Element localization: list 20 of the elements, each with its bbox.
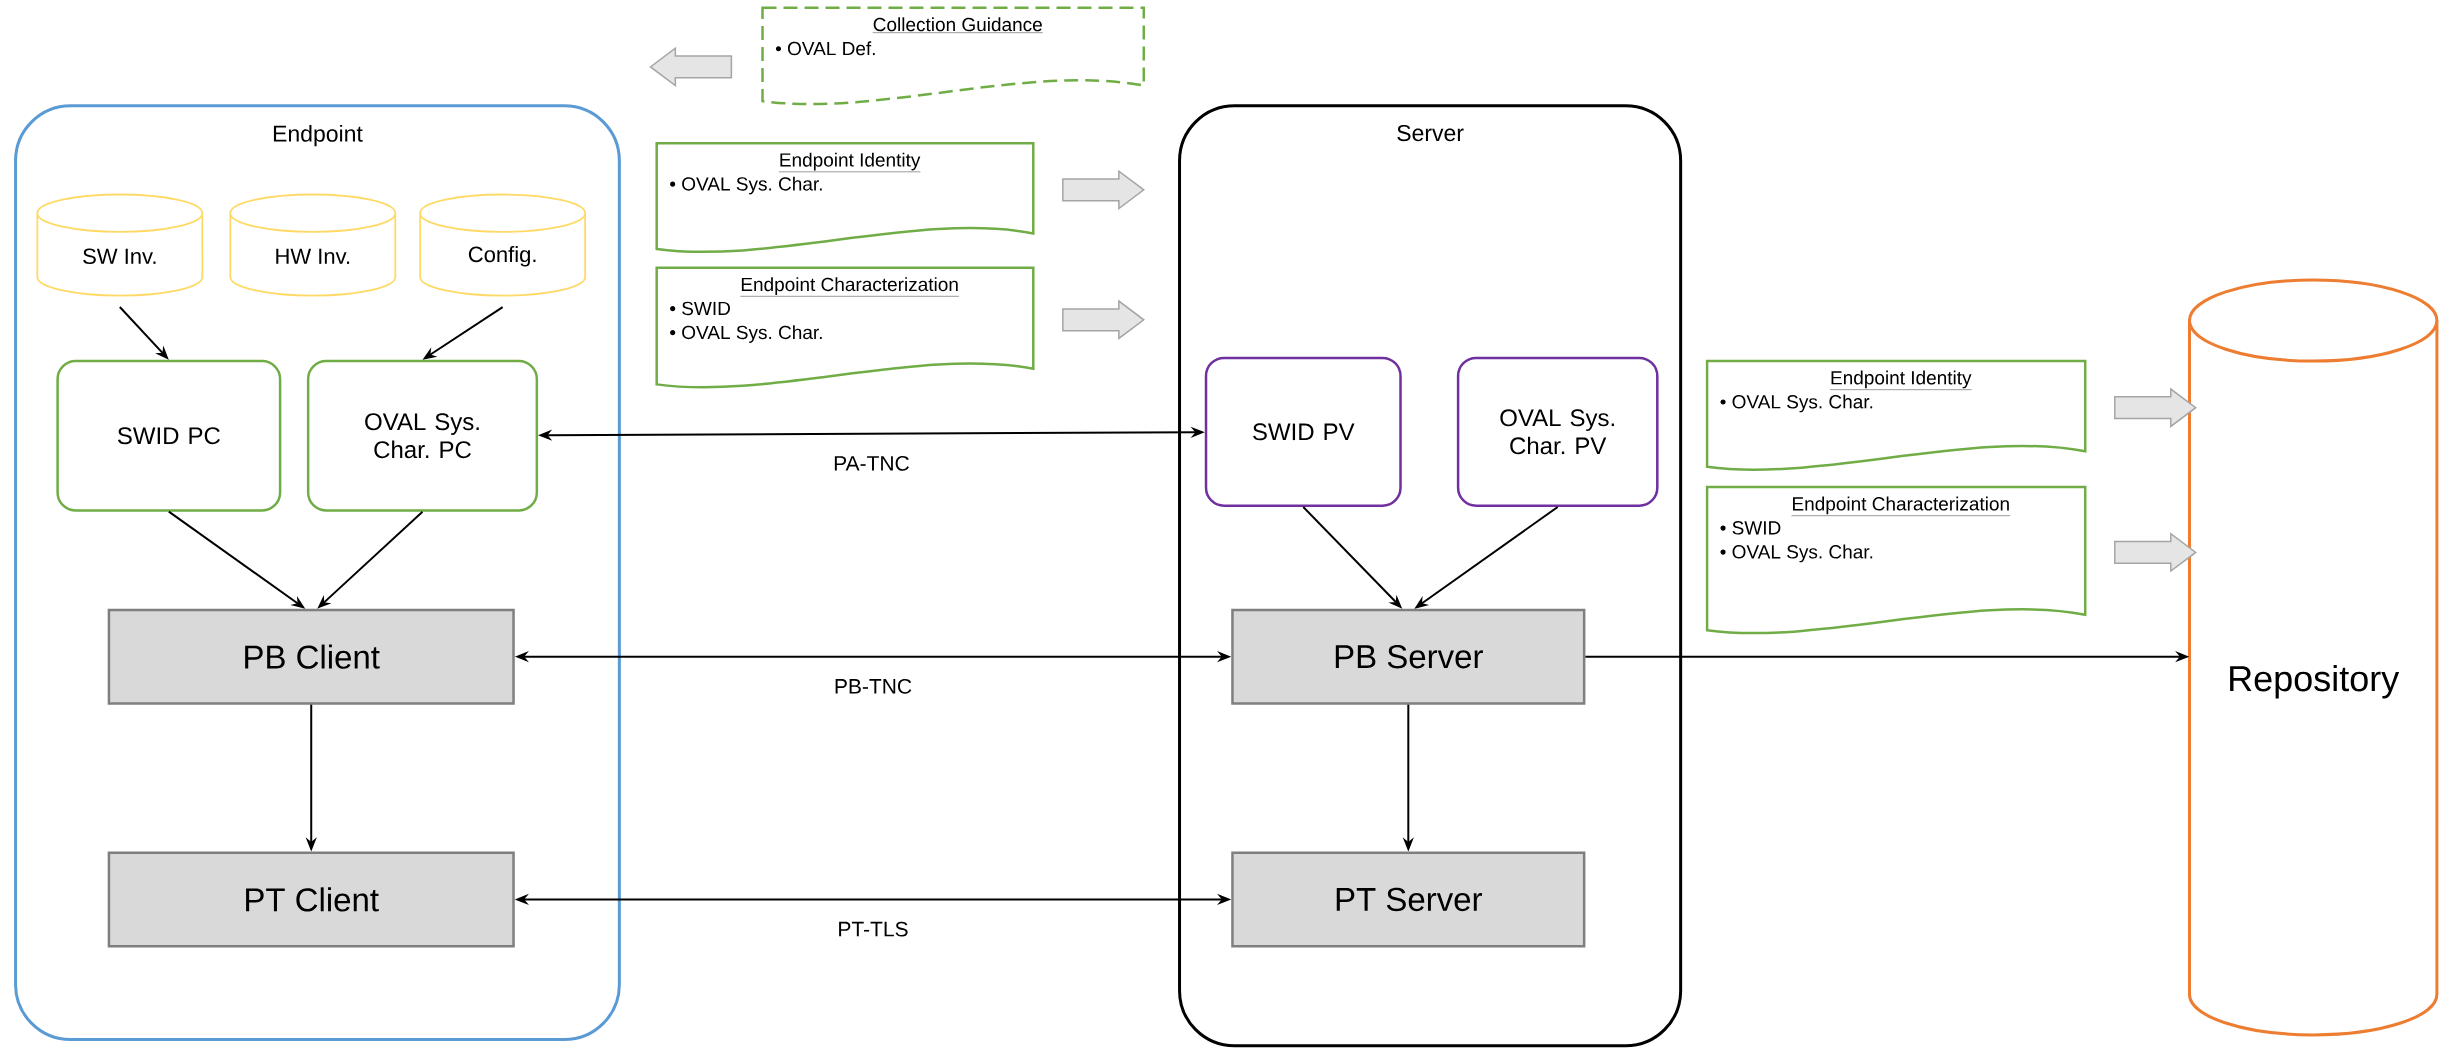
protocol-box: PB Server [1231,608,1586,705]
block-arrow [2114,387,2197,428]
block-arrow [1062,299,1146,340]
protocol-box: PT Client [107,851,515,948]
component-box: OVAL Sys. Char. PV [1456,356,1659,507]
component-box: OVAL Sys. Char. PC [306,359,539,512]
protocol-box: PB Client [107,608,515,705]
database-cylinder: SW Inv. [36,193,204,297]
block-arrow [649,46,733,88]
edge-label: PB-TNC [835,678,912,694]
repository-cylinder: Repository [2188,278,2439,1037]
database-cylinder: HW Inv. [229,193,397,297]
block-arrow [1062,169,1146,210]
protocol-box: PT Server [1231,851,1586,948]
edge-label: PT-TLS [839,921,908,937]
block-arrow [2114,532,2197,573]
component-box: SWID PC [56,359,282,512]
database-cylinder: Config. [419,193,587,297]
component-box: SWID PV [1204,356,1402,507]
edge-label: PA-TNC [834,455,909,471]
